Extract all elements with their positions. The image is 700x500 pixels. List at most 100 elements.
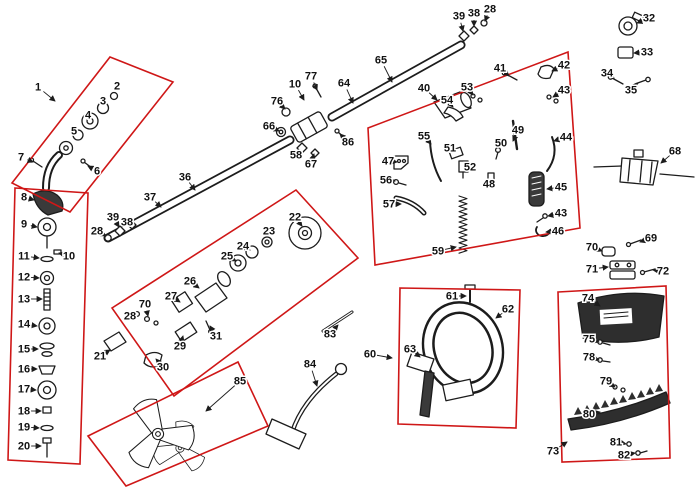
part-label-10: 10 <box>63 251 75 263</box>
leader-line-59 <box>444 245 457 252</box>
leader-line-85 <box>205 385 236 412</box>
leader-line-65 <box>383 66 393 83</box>
part-label-49: 49 <box>512 125 524 137</box>
part-label-34: 34 <box>601 68 614 80</box>
part-label-46: 46 <box>552 226 564 238</box>
leader-line-39 <box>113 220 120 228</box>
leader-line-80 <box>594 409 601 417</box>
part-label-31: 31 <box>210 331 222 343</box>
part-label-16: 16 <box>18 364 30 376</box>
part-label-39: 39 <box>107 212 119 224</box>
part-label-11: 11 <box>18 251 30 263</box>
part-label-78: 78 <box>583 352 595 364</box>
leader-line-22 <box>296 219 303 227</box>
part-label-63: 63 <box>404 344 416 356</box>
shaft-coupler <box>275 83 347 158</box>
clutch-assembly-parts <box>103 216 322 368</box>
leader-line-76 <box>278 102 286 110</box>
blade-guard-parts <box>567 292 671 456</box>
assembly-region-clutch-housing <box>110 188 360 398</box>
leader-line-69 <box>639 237 647 244</box>
part-label-30: 30 <box>157 362 169 374</box>
part-label-41: 41 <box>494 63 506 75</box>
part-label-22: 22 <box>289 212 301 224</box>
leader-line-31 <box>209 325 216 333</box>
leader-line-34 <box>607 72 615 79</box>
leader-line-70 <box>143 309 150 317</box>
part-label-15: 15 <box>18 344 30 356</box>
leader-line-10 <box>58 251 66 258</box>
leader-line-82 <box>629 450 636 458</box>
part-label-29: 29 <box>174 341 186 353</box>
leader-line-25 <box>229 255 237 262</box>
leader-line-21 <box>103 349 111 356</box>
leader-line-64 <box>346 89 354 104</box>
part-label-51: 51 <box>444 143 456 155</box>
part-label-44: 44 <box>560 132 573 144</box>
part-label-64: 64 <box>338 78 351 90</box>
part-label-43: 43 <box>558 85 570 97</box>
leader-line-10 <box>298 89 305 101</box>
leader-line-14 <box>30 322 38 329</box>
brush-blades <box>128 398 205 472</box>
leader-line-36 <box>188 182 196 191</box>
part-label-58: 58 <box>290 150 302 162</box>
part-label-24: 24 <box>237 241 250 253</box>
part-label-83: 83 <box>324 329 336 341</box>
part-label-12: 12 <box>18 272 30 284</box>
leader-line-84 <box>311 370 319 387</box>
part-label-32: 32 <box>643 13 655 25</box>
leader-line-11 <box>30 254 40 261</box>
leader-line-8 <box>27 195 35 202</box>
part-label-57: 57 <box>383 199 395 211</box>
assembly-region-loop-handle <box>397 287 521 429</box>
part-label-19: 19 <box>18 422 30 434</box>
leader-line-7 <box>26 157 34 163</box>
assembly-region-engine-controls <box>367 50 581 266</box>
part-label-82: 82 <box>618 450 630 462</box>
part-label-75: 75 <box>583 334 595 346</box>
loop-handle-parts <box>406 284 505 418</box>
part-label-81: 81 <box>610 437 622 449</box>
part-label-76: 76 <box>271 96 283 108</box>
part-label-28: 28 <box>91 226 103 238</box>
leader-line-71 <box>598 264 609 271</box>
part-label-8: 8 <box>21 192 27 204</box>
part-label-7: 7 <box>18 152 24 164</box>
part-label-13: 13 <box>18 294 30 306</box>
shaft-end-nuts <box>458 19 488 42</box>
part-label-85: 85 <box>234 376 246 388</box>
part-label-42: 42 <box>558 60 570 72</box>
part-label-74: 74 <box>582 293 595 305</box>
leader-line-53 <box>467 88 474 96</box>
part-label-77: 77 <box>305 71 317 83</box>
leader-line-43 <box>552 91 560 98</box>
leader-line-74 <box>593 300 601 307</box>
assembly-region-cutting-blade <box>86 360 270 487</box>
part-label-43: 43 <box>555 208 567 220</box>
leader-line-83 <box>332 324 339 332</box>
misc-tools <box>265 310 354 450</box>
leader-line-44 <box>553 136 561 143</box>
part-label-52: 52 <box>464 162 476 174</box>
part-label-17: 17 <box>18 384 30 396</box>
shaft-mid-nuts <box>104 220 137 242</box>
part-label-66: 66 <box>263 121 275 133</box>
part-label-21: 21 <box>94 351 106 363</box>
part-label-10: 10 <box>289 79 301 91</box>
part-label-40: 40 <box>418 83 430 95</box>
part-label-38: 38 <box>468 8 480 20</box>
part-label-14: 14 <box>18 319 31 331</box>
part-label-28: 28 <box>124 311 136 323</box>
part-label-35: 35 <box>625 85 637 97</box>
part-label-56: 56 <box>380 175 392 187</box>
leader-line-1 <box>43 91 56 102</box>
part-label-60: 60 <box>364 349 376 361</box>
part-label-53: 53 <box>461 82 473 94</box>
part-label-37: 37 <box>144 192 156 204</box>
leader-line-63 <box>413 351 421 358</box>
part-label-80: 80 <box>583 409 595 421</box>
part-label-69: 69 <box>645 233 657 245</box>
